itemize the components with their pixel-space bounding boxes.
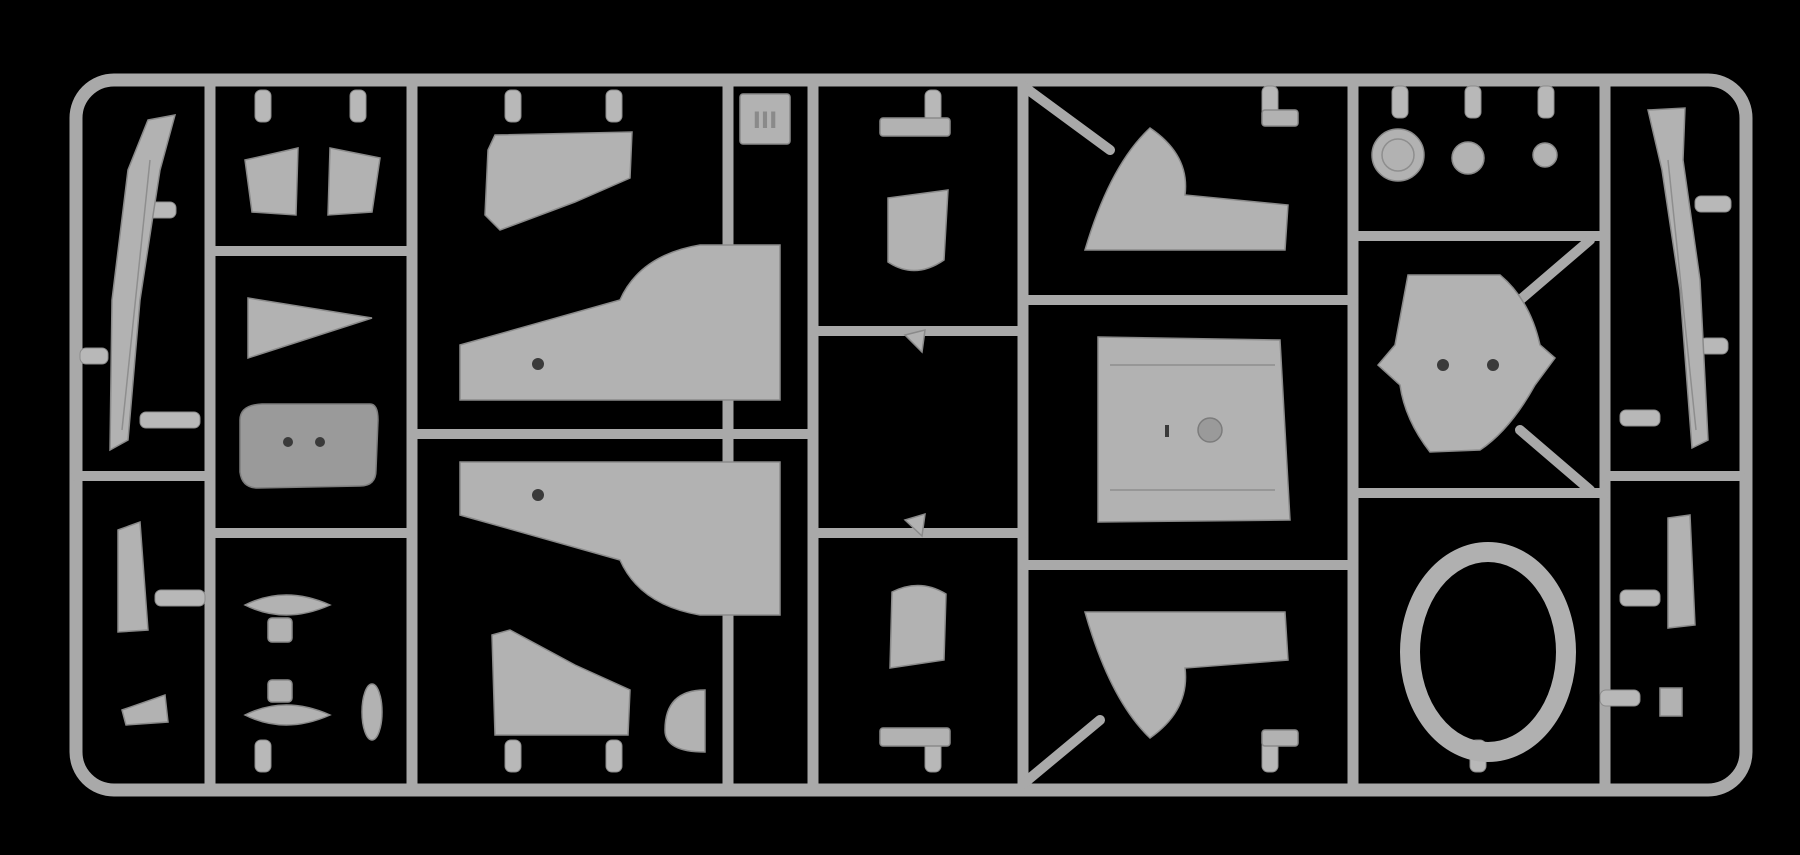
rudder-part-bottom xyxy=(491,629,631,736)
bracket-parts xyxy=(879,109,1299,747)
small-fin-parts xyxy=(239,147,381,489)
curved-panel-lower xyxy=(1084,611,1289,739)
vertical-runners xyxy=(204,80,1611,790)
strut-part-right xyxy=(1659,514,1696,717)
strut-parts-left xyxy=(117,520,169,726)
left-barrel-part xyxy=(109,114,177,452)
bulkhead-plate-part xyxy=(1376,274,1557,453)
cowl-part-lower xyxy=(889,584,947,669)
wing-half-lower xyxy=(459,461,781,616)
sprue-frame xyxy=(69,73,1753,797)
spinner-parts xyxy=(243,594,383,741)
round-small-parts xyxy=(1371,128,1558,182)
cowl-part-upper xyxy=(887,189,949,272)
horizontal-runners xyxy=(71,75,1745,795)
wing-half-upper xyxy=(459,244,781,401)
sprue-letter-label: III xyxy=(753,109,778,134)
curved-panel-upper xyxy=(1083,127,1289,251)
oval-ring-part xyxy=(1400,542,1576,762)
sprue-letter-tab: III xyxy=(739,93,791,145)
rudder-part-top xyxy=(484,131,633,231)
cockpit-floor-part xyxy=(1097,336,1291,523)
semicircle-part xyxy=(664,689,706,753)
right-barrel-part xyxy=(1647,107,1709,450)
